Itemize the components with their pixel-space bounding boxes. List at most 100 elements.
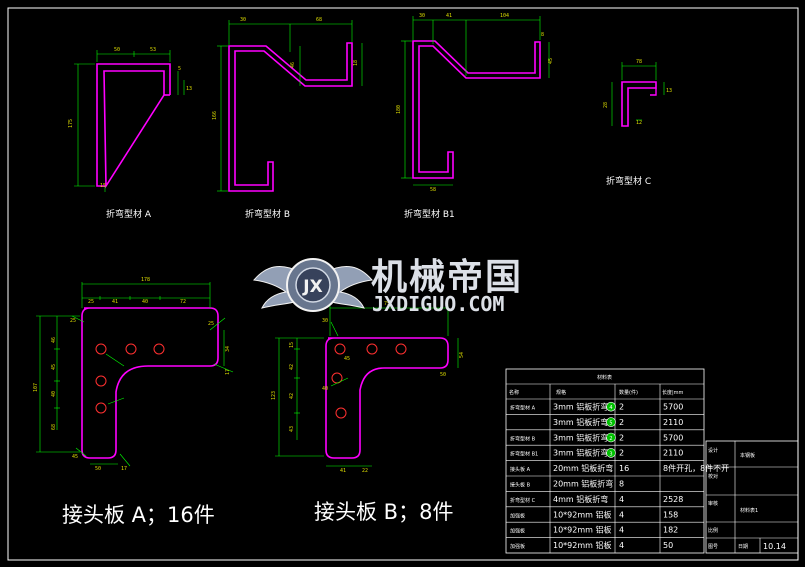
plate-a-dim-1: 178: [141, 277, 150, 283]
row-name: 折弯型材 A: [510, 404, 536, 411]
row-qty: 2: [619, 418, 624, 427]
profile-c-dim-1: 78: [636, 59, 642, 65]
row-length: 182: [663, 526, 678, 535]
profile-a-dim-1: 50: [114, 47, 120, 53]
drawing-border: [7, 7, 799, 561]
plate-b-outline: [325, 337, 449, 459]
title-block-label-6: 日期: [738, 544, 748, 550]
callout-circle-icon: [606, 401, 616, 412]
profile-b-dim-5: 166: [212, 111, 218, 120]
plate-b-dim-11: 45: [344, 356, 350, 362]
plate-b-dimensions: [275, 306, 459, 467]
row-spec: 3mm 铝板折弯: [553, 401, 608, 411]
row-spec: 3mm 铝板折弯: [553, 417, 608, 427]
plate-b-dim-12: 40: [322, 386, 328, 392]
profile-b-dim-1: 30: [240, 17, 246, 23]
header-qty: 数量(件): [619, 389, 638, 396]
profile-b-dim-3: 46: [290, 62, 296, 68]
profile-b1-dim-5: 45: [548, 58, 554, 64]
profile-a-dim-4: 13: [186, 86, 192, 92]
profile-c-lip: [650, 88, 657, 96]
title-block-sheet-number: 10.14: [763, 542, 786, 551]
profile-b-dim-2: 68: [316, 17, 322, 23]
row-length: 2110: [663, 418, 683, 427]
profile-a-dim-2: 53: [150, 47, 156, 53]
profile-c: 78 12 28 13 折弯型材 C: [603, 59, 672, 187]
profile-b1-dim-1: 30: [419, 13, 425, 19]
profile-b: 30 68 46 18 166 折弯型材 B: [212, 17, 363, 220]
row-qty: 4: [619, 495, 624, 504]
profile-b1-caption: 折弯型材 B1: [404, 208, 455, 220]
title-block-label-3: 审核: [708, 500, 718, 507]
row-qty: 2: [619, 402, 624, 411]
plate-a-caption: 接头板 A；16件: [62, 503, 215, 527]
plate-a-dim-12: 40: [51, 391, 57, 397]
row-spec: 10*92mm 铝板: [553, 509, 612, 519]
row-qty: 4: [619, 526, 624, 535]
row-name: 折弯型材 B1: [510, 451, 538, 458]
profile-b1-dim-7: 58: [430, 187, 436, 193]
callout-number: 5: [609, 421, 612, 427]
profile-a-dimensions: [74, 50, 185, 192]
row-length: 158: [663, 510, 678, 519]
plate-a-dim-14: 107: [33, 383, 39, 392]
row-name: 加强板: [510, 528, 525, 535]
plate-a-dim-6: 25: [70, 318, 76, 324]
callout-circle-icon: [606, 417, 616, 427]
profile-a: 50 53 5 13 15 175 折弯型材 A: [68, 47, 192, 220]
title-block-label-5: 图号: [708, 544, 718, 550]
row-length: 2110: [663, 449, 683, 458]
profile-c-dim-3: 28: [603, 102, 609, 108]
row-name: 折弯型材 C: [510, 497, 536, 504]
profile-a-dim-5: 15: [100, 183, 106, 189]
plate-b-dim-13: 50: [440, 372, 446, 378]
row-length: 5700: [663, 433, 683, 442]
callout-number: 4: [609, 405, 612, 411]
header-length: 长度|mm: [662, 389, 684, 396]
title-block: 本钢板 材料表1 10.14 设计 校对 审核 比例 图号 日期: [705, 440, 799, 554]
plate-b-dim-7: 54: [459, 352, 465, 358]
title-block-label-1: 设计: [708, 447, 718, 454]
plate-a-holes: [95, 343, 165, 414]
plate-b-dim-3: 42: [289, 364, 295, 370]
row-qty: 4: [619, 510, 624, 519]
plate-a-dim-15: 45: [72, 454, 78, 460]
row-name: 接头板 A: [510, 466, 531, 473]
plate-a-dim-3: 41: [112, 299, 118, 305]
profile-b1-dimensions: [401, 16, 550, 186]
plate-b-dim-1: 75: [384, 301, 390, 307]
title-block-drawing-name: 材料表1: [740, 507, 758, 514]
row-qty: 4: [619, 541, 624, 550]
plate-a-dim-9: 17: [225, 369, 231, 375]
watermark-title-en: JXDIGUO.COM: [372, 292, 504, 316]
row-spec: 10*92mm 铝板: [553, 540, 612, 550]
row-length: 50: [663, 541, 673, 550]
row-spec: 3mm 铝板折弯: [553, 432, 608, 442]
profile-b1: 30 41 104 8 45 180 58 折弯型材 B1: [396, 13, 554, 220]
plate-b-dim-8: 41: [340, 468, 346, 474]
title-block-label-4: 比例: [708, 527, 718, 534]
plate-a-dim-10: 46: [51, 337, 57, 343]
row-spec: 20mm 铝板折弯: [553, 463, 613, 473]
plate-a: 178 25 41 40 72 25 25 34 17 46 45 40 68 …: [33, 277, 234, 527]
title-block-label-2: 校对: [708, 473, 718, 480]
plate-b-dim-9: 22: [362, 468, 368, 474]
row-name: 接头板 B: [510, 481, 531, 488]
profile-c-dimensions: [611, 62, 665, 126]
row-qty: 8: [619, 479, 624, 488]
plate-a-dim-17: 17: [121, 466, 127, 472]
plate-b-caption: 接头板 B；8件: [314, 500, 453, 524]
row-name: 加强板: [510, 512, 525, 519]
callout-number: 3: [609, 451, 612, 457]
callout-circle-icon: [606, 432, 616, 443]
header-name: 名称: [509, 389, 519, 396]
